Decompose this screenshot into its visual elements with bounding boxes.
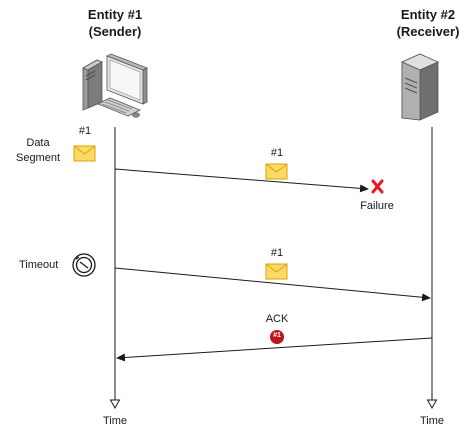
sender-title-line2: (Sender) [88,24,142,39]
data-segment-label-line2: Segment [15,152,61,164]
ack-arrow [116,337,433,362]
sender-time-label: Time [102,415,128,427]
message-1-label: #1 [270,147,284,159]
sender-lifeline [109,127,121,410]
timeout-clock-icon [72,253,96,277]
desktop-computer-icon [82,53,148,118]
receiver-time-label: Time [419,415,445,427]
receiver-title-line1: Entity #2 [400,7,456,22]
lost-segment-arrow [114,168,369,193]
receiver-lifeline [426,127,438,410]
retransmitted-segment-arrow [114,267,431,302]
envelope-icon [73,145,96,162]
sender-title-line1: Entity #1 [87,7,143,22]
message-2-label: #1 [270,247,284,259]
ack-badge-label: #1 [273,332,281,339]
server-tower-icon [401,53,439,121]
envelope-icon [265,263,288,280]
failure-label: Failure [360,200,394,212]
failure-x-icon [371,179,384,194]
data-segment-label: Data Segment [16,136,60,166]
timeout-label: Timeout [19,259,59,271]
sender-title: Entity #1 (Sender) [88,6,142,40]
segment-number-label: #1 [78,125,92,137]
receiver-title-line2: (Receiver) [396,24,460,39]
receiver-title: Entity #2 (Receiver) [397,6,460,40]
ack-label: ACK [265,313,289,325]
data-segment-label-line1: Data [26,137,50,149]
ack-badge-icon [270,330,284,344]
envelope-icon [265,163,288,180]
